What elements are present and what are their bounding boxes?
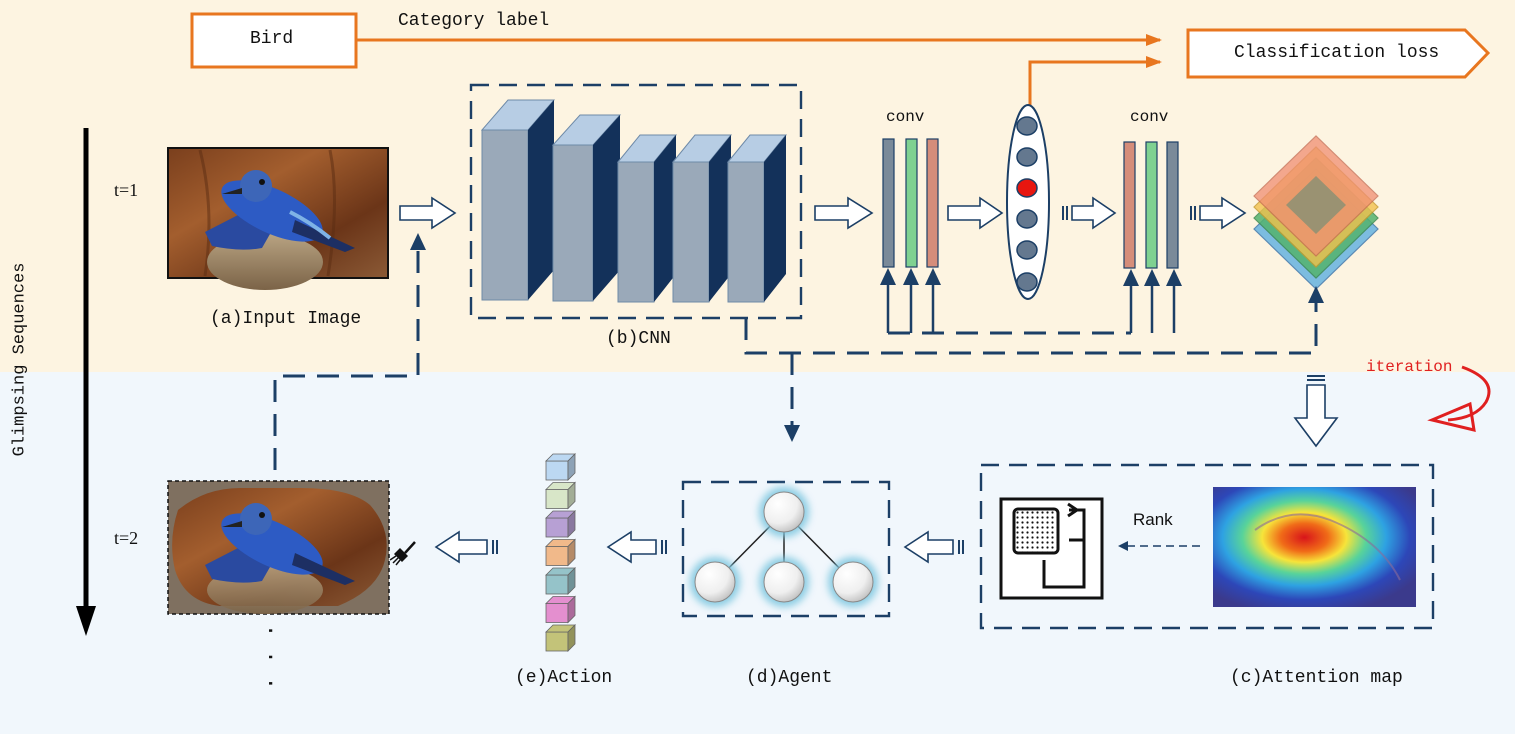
iteration-loop — [1427, 365, 1491, 432]
rank-label: Rank — [1133, 510, 1173, 529]
action-cube — [545, 538, 576, 567]
t1-label: t=1 — [114, 180, 139, 200]
feature-maps — [1253, 135, 1379, 290]
action-cube — [545, 595, 576, 624]
action-cube — [545, 567, 576, 595]
cnn-layer-1 — [480, 99, 556, 301]
arrow-head-to-maps — [1308, 286, 1324, 303]
agent-leaf-node — [763, 561, 805, 603]
agent-leaf-node — [832, 561, 874, 603]
action-cube — [545, 453, 576, 481]
classification-loss-box — [1186, 28, 1491, 79]
caption-attention-map: (c)Attention map — [1230, 668, 1403, 688]
t2-label: t=2 — [114, 528, 139, 548]
caption-cnn: (b)CNN — [606, 329, 671, 349]
arrow-conv-to-vector — [947, 196, 1004, 230]
caption-agent: (d)Agent — [746, 668, 833, 688]
conv-feedback-arrows — [880, 268, 1182, 333]
bird-box — [190, 12, 358, 69]
action-cube — [545, 624, 576, 652]
input-image — [167, 147, 389, 290]
cnn-layers — [480, 99, 788, 303]
cnn-layer-3 — [616, 134, 678, 303]
cnn-layer-2 — [551, 114, 622, 302]
category-arrows — [190, 12, 1491, 106]
bird-label: Bird — [250, 29, 294, 49]
attention-heatmap — [1213, 487, 1416, 607]
continuation-text: . . . — [262, 624, 287, 691]
dashed-connectors — [273, 245, 1318, 470]
agent-root-node — [763, 491, 805, 533]
action-cubes — [545, 453, 576, 652]
arrow-cnn-to-conv — [814, 196, 874, 230]
action-cube — [545, 510, 576, 538]
cnn-box — [469, 83, 803, 320]
caption-input-image: (a)Input Image — [210, 309, 362, 329]
arrow-head-to-agent — [784, 425, 800, 442]
conv-left-label: conv — [886, 108, 925, 126]
classification-loss-label: Classification loss — [1234, 43, 1440, 63]
cnn-layer-4 — [671, 134, 733, 303]
attention-box — [979, 463, 1435, 630]
rank-icon — [999, 497, 1104, 600]
rank-arrow-head — [1118, 541, 1128, 551]
arrow-head-to-image — [410, 233, 426, 250]
action-cube — [545, 481, 576, 510]
arrow-attention-to-agent — [903, 530, 964, 564]
category-label: Category label — [398, 11, 550, 31]
agent-leaf-node — [694, 561, 736, 603]
iteration-label: iteration — [1366, 358, 1453, 376]
arrow-image-to-cnn — [399, 196, 457, 230]
glimpse-image — [167, 480, 390, 615]
time-axis — [76, 128, 96, 636]
arrow-conv-to-maps — [1190, 196, 1247, 230]
brush-icon — [389, 541, 416, 566]
arrow-to-attention — [1293, 375, 1339, 448]
cnn-layer-5 — [726, 134, 788, 303]
agent-tree — [690, 487, 878, 607]
continuation-dots: . . . — [262, 624, 287, 691]
conv-right-bars — [1123, 141, 1179, 269]
arrow-action-to-image — [434, 530, 498, 564]
caption-action: (e)Action — [515, 668, 613, 688]
conv-left-bars — [882, 138, 939, 268]
feature-vector — [1006, 104, 1050, 300]
arrow-vector-to-conv — [1062, 196, 1117, 230]
arrow-agent-to-action — [606, 530, 667, 564]
conv-right-label: conv — [1130, 108, 1169, 126]
